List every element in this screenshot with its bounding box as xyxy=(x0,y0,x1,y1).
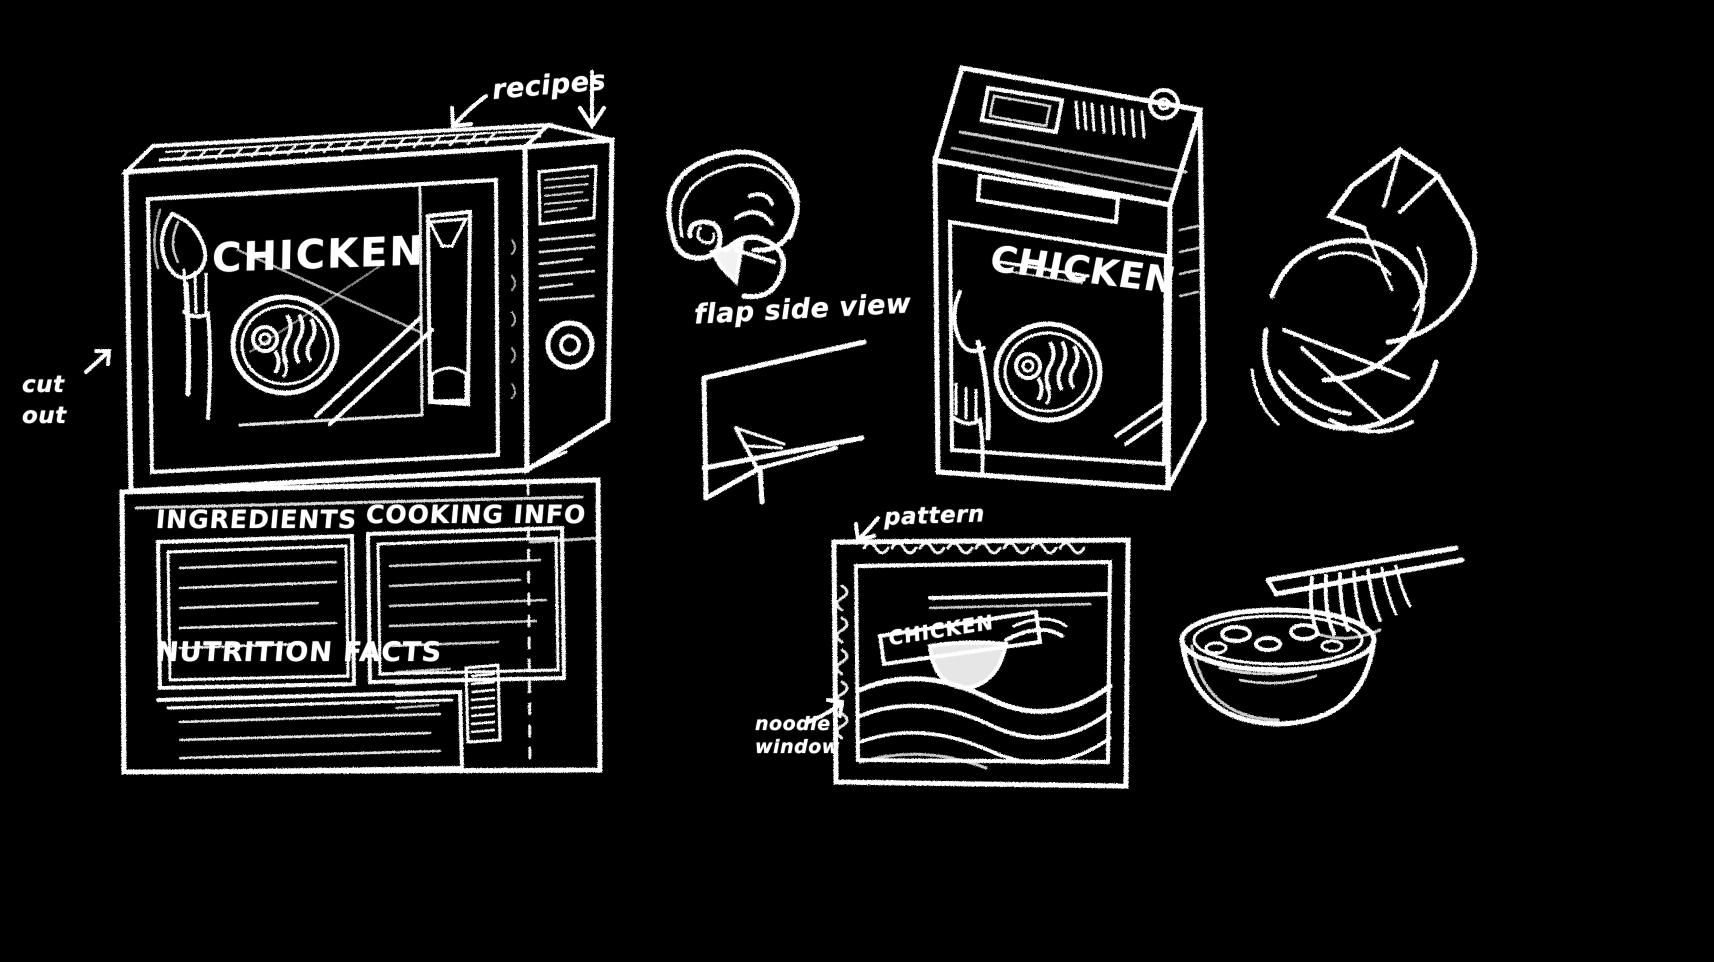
box-second-perspective xyxy=(931,65,1207,491)
flap-cross-section-diagram xyxy=(701,339,867,505)
noodle-window-arrow xyxy=(806,698,845,724)
box-front-brand-text: CHICKEN xyxy=(211,228,426,282)
recipes-arrow xyxy=(450,70,606,130)
annotation-pattern: pattern xyxy=(883,501,986,531)
section-heading-ingredients: INGREDIENTS xyxy=(154,505,359,534)
dieline-flat-panel xyxy=(119,477,603,775)
flap-mushroom-sketch xyxy=(666,149,800,300)
annotation-cut-out-line1: cut xyxy=(22,372,65,398)
noodle-bowl-chopsticks-sketch xyxy=(1179,545,1465,727)
noodle-roundel-box1 xyxy=(233,297,337,393)
section-heading-cooking-info: COOKING INFO xyxy=(364,500,588,529)
annotation-noodle-window-line2: window xyxy=(755,736,840,758)
pattern-arrow xyxy=(854,516,880,543)
noodle-roundel-box2 xyxy=(996,324,1100,420)
section-heading-nutrition-facts: NUTRITION FACTS xyxy=(154,637,444,668)
noodle-window-detail xyxy=(831,537,1131,789)
crumpled-wrapper-sketch xyxy=(1250,146,1478,434)
cut-out-arrow xyxy=(84,349,112,374)
annotation-noodle-window-line1: noodle xyxy=(755,713,831,735)
annotation-cut-out-line2: out xyxy=(22,403,67,429)
box-front-perspective xyxy=(120,122,615,494)
